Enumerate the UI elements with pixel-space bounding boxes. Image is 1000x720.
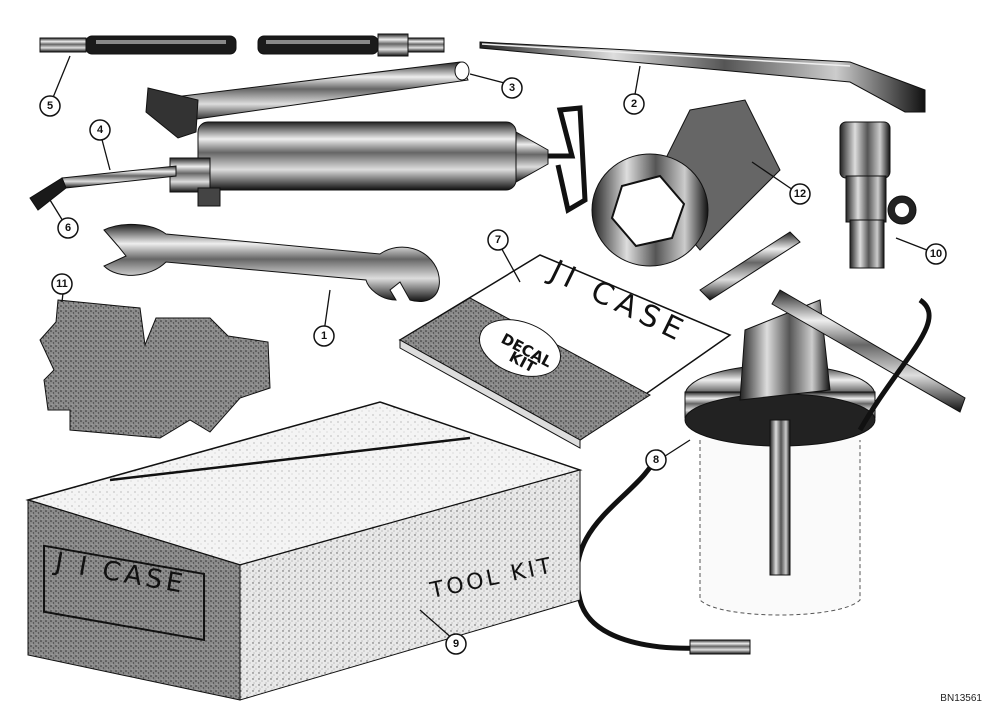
callout-7-number: 7 (495, 234, 501, 246)
callout-12: 12 (789, 183, 811, 205)
grease-gun (145, 61, 588, 214)
callout-4: 4 (89, 119, 111, 141)
gasket (39, 299, 271, 439)
callout-11-number: 11 (56, 278, 68, 290)
callout-6: 6 (57, 217, 79, 239)
callout-6-number: 6 (65, 222, 71, 234)
bucket-pump (574, 231, 966, 655)
callout-9-number: 9 (453, 638, 459, 650)
callout-2-number: 2 (631, 98, 637, 110)
extension-pipe (29, 165, 177, 211)
tool-kit-box: J I CASE TOOL KIT (25, 401, 583, 701)
callout-9: 9 (445, 633, 467, 655)
hex-socket-wrench (591, 99, 781, 267)
callout-4-number: 4 (97, 124, 104, 136)
callout-7: 7 (487, 229, 509, 251)
callout-1: 1 (313, 325, 335, 347)
pipe-tee-fitting (839, 121, 917, 269)
callout-11: 11 (51, 273, 73, 295)
callout-10: 10 (925, 243, 947, 265)
decal-booklet: JI CASE DECAL KIT (398, 253, 732, 449)
callout-5: 5 (39, 95, 61, 117)
callout-3: 3 (501, 77, 523, 99)
callout-2: 2 (623, 93, 645, 115)
callout-8: 8 (645, 449, 667, 471)
callout-8-number: 8 (653, 454, 659, 466)
callout-3-number: 3 (509, 82, 515, 94)
open-end-wrench (103, 223, 440, 302)
grease-hose (39, 33, 445, 57)
callout-12-number: 12 (794, 188, 806, 200)
callout-10-number: 10 (930, 248, 942, 260)
plate-code: BN13561 (940, 693, 982, 704)
callout-5-number: 5 (47, 100, 53, 112)
pry-bar (479, 41, 926, 113)
callout-1-number: 1 (321, 330, 327, 342)
